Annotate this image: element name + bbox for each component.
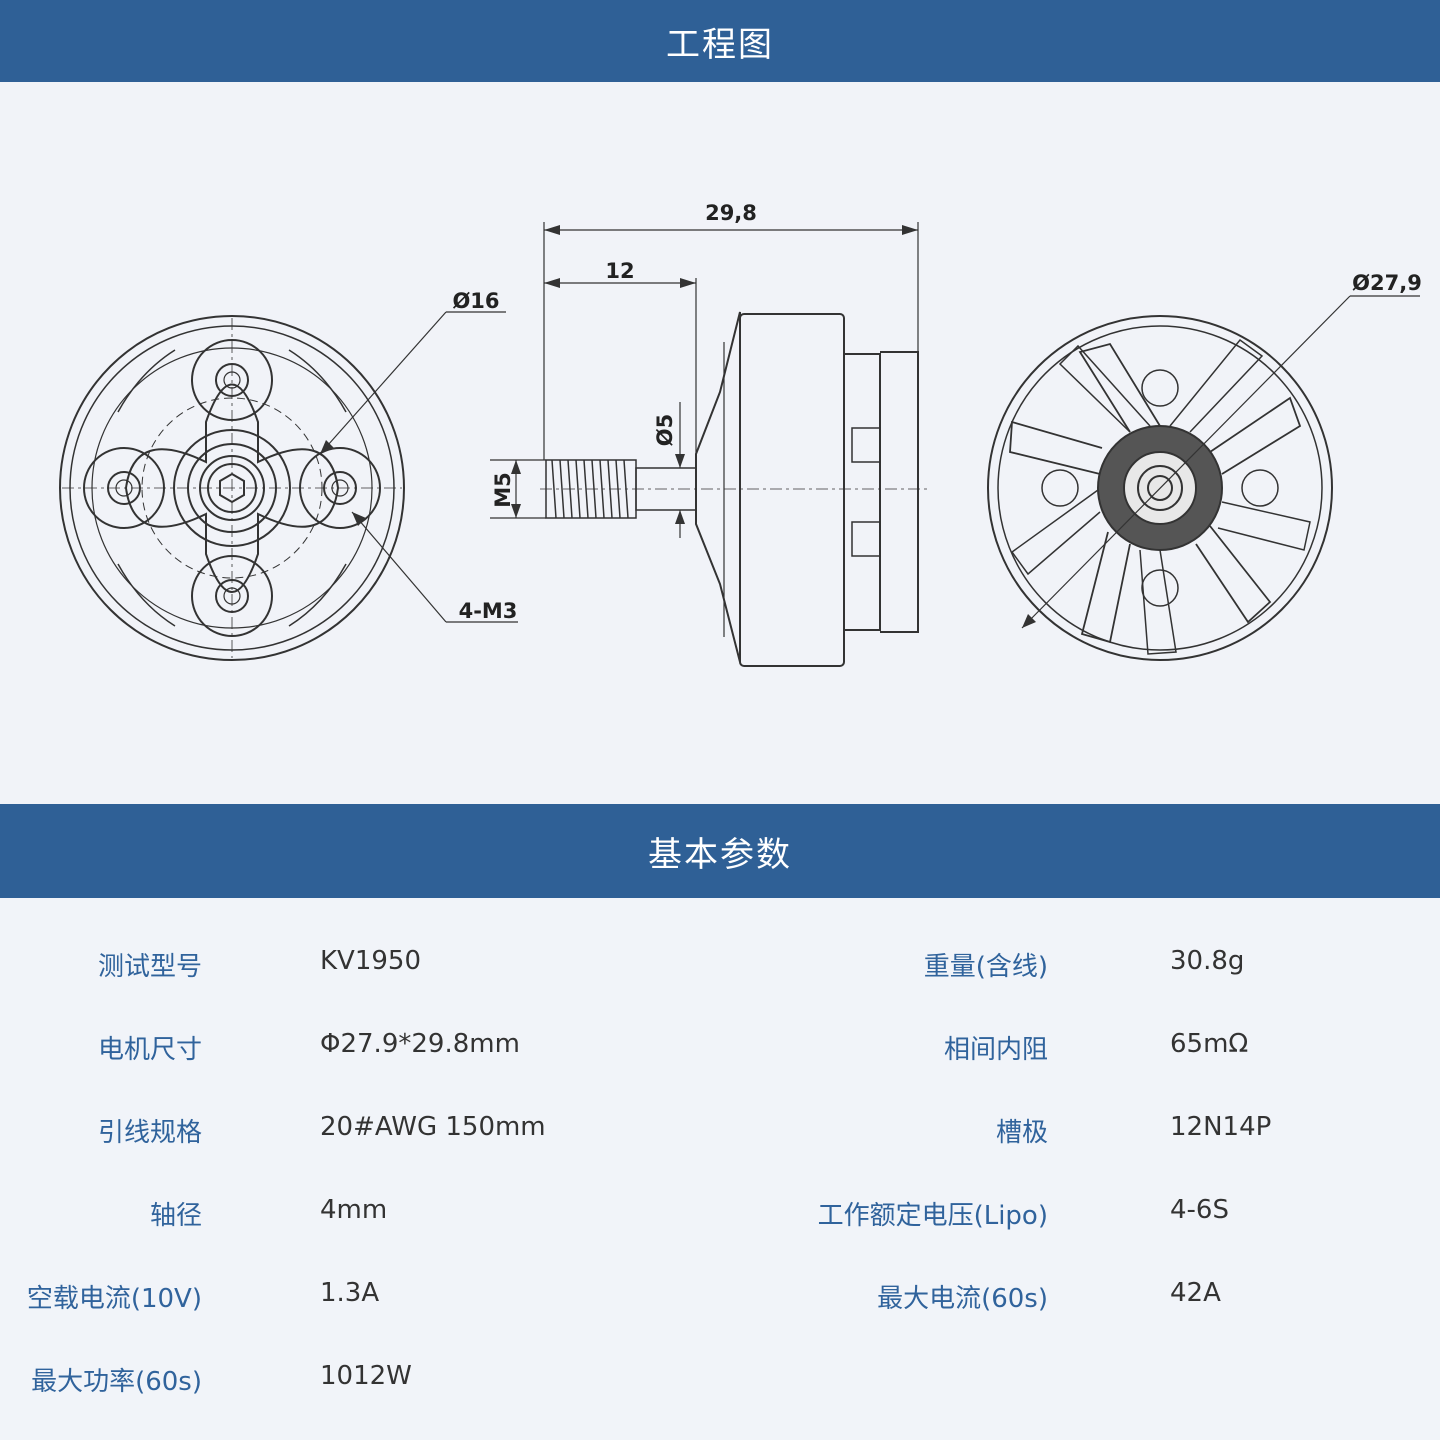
param-label: 电机尺寸 bbox=[97, 1035, 202, 1065]
param-value: 30.8g bbox=[1170, 946, 1245, 976]
param-label: 空载电流(10V) bbox=[26, 1284, 202, 1314]
param-label: 测试型号 bbox=[97, 952, 202, 982]
params-section-title: 基本参数 bbox=[648, 834, 792, 875]
dim-thread: M5 bbox=[491, 472, 515, 508]
dim-length: 29,8 bbox=[705, 201, 757, 225]
params-table: 测试型号 KV1950 重量(含线) 30.8g 电机尺寸 Φ27.9*29.8… bbox=[0, 898, 1440, 1440]
param-value: 4mm bbox=[320, 1195, 388, 1225]
params-section-header: 基本参数 bbox=[0, 804, 1440, 898]
param-value: 12N14P bbox=[1170, 1112, 1272, 1142]
bottom-view bbox=[59, 315, 405, 661]
param-value: 4-6S bbox=[1170, 1195, 1229, 1225]
param-row: 测试型号 KV1950 重量(含线) 30.8g bbox=[0, 946, 1440, 1006]
side-view bbox=[540, 311, 930, 667]
dim-left-diameter: Ø16 bbox=[452, 289, 499, 313]
param-value: 42A bbox=[1170, 1278, 1221, 1308]
dim-shaft-diameter: Ø5 bbox=[653, 414, 677, 446]
param-value: 20#AWG 150mm bbox=[320, 1112, 546, 1142]
param-label: 最大功率(60s) bbox=[31, 1367, 202, 1397]
param-row: 最大功率(60s) 1012W bbox=[0, 1361, 1440, 1421]
param-label: 槽极 bbox=[995, 1118, 1048, 1148]
param-label: 引线规格 bbox=[97, 1118, 202, 1148]
param-value: 1012W bbox=[320, 1361, 412, 1391]
engineering-drawing: 29,8 12 Ø16 Ø27,9 4-M3 Ø5 M5 bbox=[0, 82, 1440, 804]
param-value: Φ27.9*29.8mm bbox=[320, 1029, 520, 1059]
param-row: 电机尺寸 Φ27.9*29.8mm 相间内阻 65mΩ bbox=[0, 1029, 1440, 1089]
dim-shaft-length: 12 bbox=[605, 259, 634, 283]
param-value: 1.3A bbox=[320, 1278, 380, 1308]
param-row: 轴径 4mm 工作额定电压(Lipo) 4-6S bbox=[0, 1195, 1440, 1255]
drawing-section-header: 工程图 bbox=[0, 0, 1440, 82]
param-label: 工作额定电压(Lipo) bbox=[817, 1201, 1048, 1231]
param-label: 轴径 bbox=[149, 1201, 202, 1231]
param-value: 65mΩ bbox=[1170, 1029, 1249, 1059]
param-value: KV1950 bbox=[320, 946, 422, 976]
drawing-section-title: 工程图 bbox=[666, 24, 774, 65]
param-row: 空载电流(10V) 1.3A 最大电流(60s) 42A bbox=[0, 1278, 1440, 1338]
param-label: 最大电流(60s) bbox=[877, 1284, 1048, 1314]
param-label: 重量(含线) bbox=[923, 952, 1048, 982]
motor-drawing-svg: 29,8 12 Ø16 Ø27,9 4-M3 Ø5 M5 bbox=[59, 201, 1422, 667]
param-label: 相间内阻 bbox=[943, 1035, 1048, 1065]
param-row: 引线规格 20#AWG 150mm 槽极 12N14P bbox=[0, 1112, 1440, 1172]
dim-right-diameter: Ø27,9 bbox=[1352, 271, 1422, 295]
dim-holes: 4-M3 bbox=[459, 599, 518, 623]
